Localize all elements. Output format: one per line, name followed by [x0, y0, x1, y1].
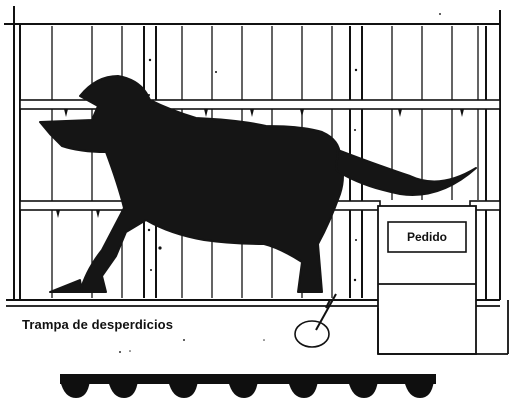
foot [404, 380, 434, 398]
order-label-box [387, 221, 467, 253]
trap-pointer [294, 293, 337, 348]
waste-trap-label: Trampa de desperdicios [22, 317, 174, 332]
foot [228, 380, 258, 398]
dog-silhouette [39, 75, 477, 293]
machine-base [377, 300, 509, 355]
foot [288, 380, 318, 398]
foot [348, 380, 378, 398]
foot [108, 380, 138, 398]
foot [60, 380, 90, 398]
order-panel-label: Pedido [406, 230, 447, 244]
ink-speckles [119, 13, 441, 353]
feet-row [60, 374, 436, 398]
foot [168, 380, 198, 398]
